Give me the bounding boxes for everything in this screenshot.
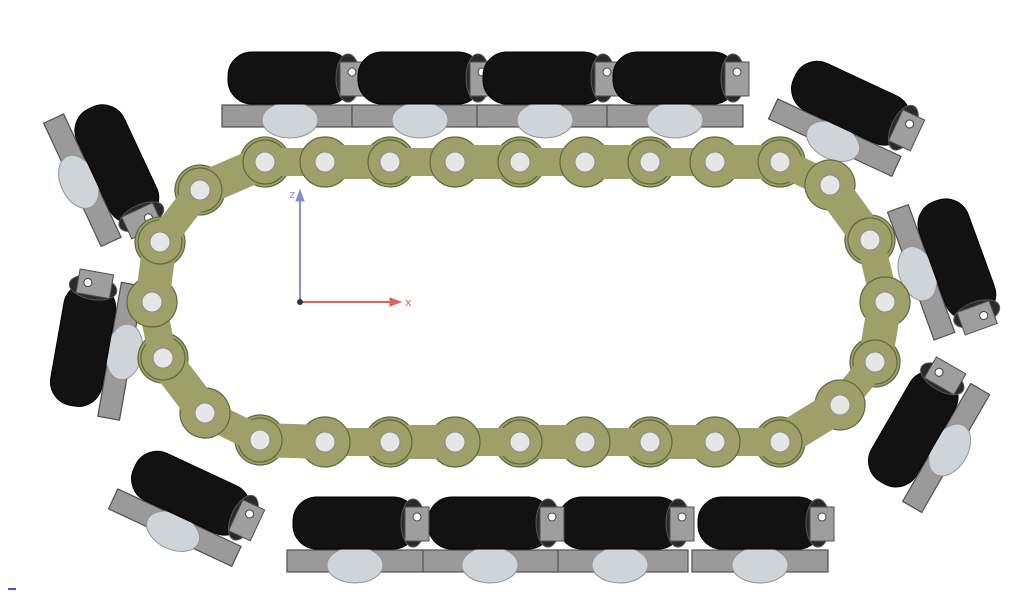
chain-pin bbox=[444, 431, 466, 453]
roller-assembly bbox=[42, 104, 165, 248]
clip-hole bbox=[979, 311, 989, 321]
roller-assembly bbox=[767, 60, 926, 178]
chain-pin bbox=[379, 431, 401, 453]
roller-assembly bbox=[221, 51, 365, 139]
clip-hole bbox=[817, 512, 827, 522]
roller-assembly bbox=[606, 51, 750, 139]
axle-clip bbox=[404, 506, 430, 542]
ball-caster bbox=[326, 546, 384, 584]
axle-clip bbox=[669, 506, 695, 542]
corner-marker bbox=[8, 588, 16, 590]
clip-hole bbox=[347, 67, 357, 77]
roller-assembly bbox=[886, 198, 1001, 341]
chain-pin bbox=[149, 231, 171, 253]
link-plate bbox=[137, 332, 231, 439]
clip-hole bbox=[602, 67, 612, 77]
axle-clip bbox=[75, 268, 115, 300]
roller-assemblies bbox=[42, 51, 1001, 584]
x-axis-label: x bbox=[405, 296, 412, 309]
chain-pin bbox=[829, 394, 851, 416]
chain-pin bbox=[769, 151, 791, 173]
chain-pin bbox=[874, 291, 896, 313]
ball-caster bbox=[591, 546, 649, 584]
roller-assembly bbox=[868, 356, 991, 514]
roller-chain bbox=[126, 136, 911, 468]
chain-pin bbox=[194, 402, 216, 424]
chain-pin bbox=[249, 429, 271, 451]
clip-hole bbox=[677, 512, 687, 522]
ball-caster bbox=[646, 101, 704, 139]
chain-pin bbox=[444, 151, 466, 173]
x-axis-arrowhead bbox=[389, 297, 403, 307]
chain-pin bbox=[141, 291, 163, 313]
axle-clip bbox=[539, 506, 565, 542]
clip-hole bbox=[83, 278, 93, 288]
axis-origin bbox=[297, 299, 303, 305]
axle-clip bbox=[724, 61, 750, 97]
roller-assembly bbox=[476, 51, 620, 139]
chain-pin bbox=[509, 431, 531, 453]
chain-pin bbox=[574, 431, 596, 453]
roller-body bbox=[557, 496, 683, 550]
ball-caster bbox=[731, 546, 789, 584]
roller-assembly bbox=[691, 496, 835, 584]
clip-hole bbox=[732, 67, 742, 77]
z-axis-label: z bbox=[289, 188, 295, 201]
chain-pin bbox=[509, 151, 531, 173]
clip-hole bbox=[245, 509, 255, 519]
clip-hole bbox=[412, 512, 422, 522]
chain-pin bbox=[819, 174, 841, 196]
chain-pin bbox=[769, 431, 791, 453]
clip-hole bbox=[934, 367, 944, 377]
chain-pin bbox=[704, 431, 726, 453]
chain-pin bbox=[859, 229, 881, 251]
chain-outer-link bbox=[137, 332, 231, 439]
chain-pin bbox=[639, 151, 661, 173]
axis-triad: z x bbox=[289, 188, 412, 309]
chain-pin bbox=[189, 179, 211, 201]
roller-body bbox=[292, 496, 418, 550]
chain-pin bbox=[864, 351, 886, 373]
chain-pin bbox=[152, 347, 174, 369]
ball-caster bbox=[461, 546, 519, 584]
roller-assembly bbox=[107, 450, 266, 568]
axle-clip bbox=[809, 506, 835, 542]
clip-hole bbox=[547, 512, 557, 522]
roller-assembly bbox=[286, 496, 430, 584]
roller-assembly bbox=[421, 496, 565, 584]
roller-body bbox=[697, 496, 823, 550]
ball-caster bbox=[516, 101, 574, 139]
axle-clip bbox=[227, 499, 266, 542]
ball-caster bbox=[261, 101, 319, 139]
chain-pin bbox=[314, 431, 336, 453]
ball-caster bbox=[391, 101, 449, 139]
roller-body bbox=[357, 51, 483, 105]
chain-outer-link bbox=[754, 379, 866, 468]
chain-pin bbox=[379, 151, 401, 173]
clip-hole bbox=[905, 119, 915, 129]
roller-assembly bbox=[351, 51, 495, 139]
roller-body bbox=[482, 51, 608, 105]
roller-body bbox=[227, 51, 353, 105]
axle-clip bbox=[923, 356, 967, 396]
chain-pin bbox=[639, 431, 661, 453]
axle-clip bbox=[956, 300, 998, 336]
roller-body bbox=[612, 51, 738, 105]
roller-assembly bbox=[551, 496, 695, 584]
chain-pin bbox=[314, 151, 336, 173]
chain-pin bbox=[704, 151, 726, 173]
z-axis-arrowhead bbox=[295, 188, 305, 202]
chain-pin bbox=[254, 151, 276, 173]
link-plate bbox=[754, 379, 866, 468]
chain-pin bbox=[574, 151, 596, 173]
roller-body bbox=[427, 496, 553, 550]
axle-clip bbox=[887, 109, 926, 152]
